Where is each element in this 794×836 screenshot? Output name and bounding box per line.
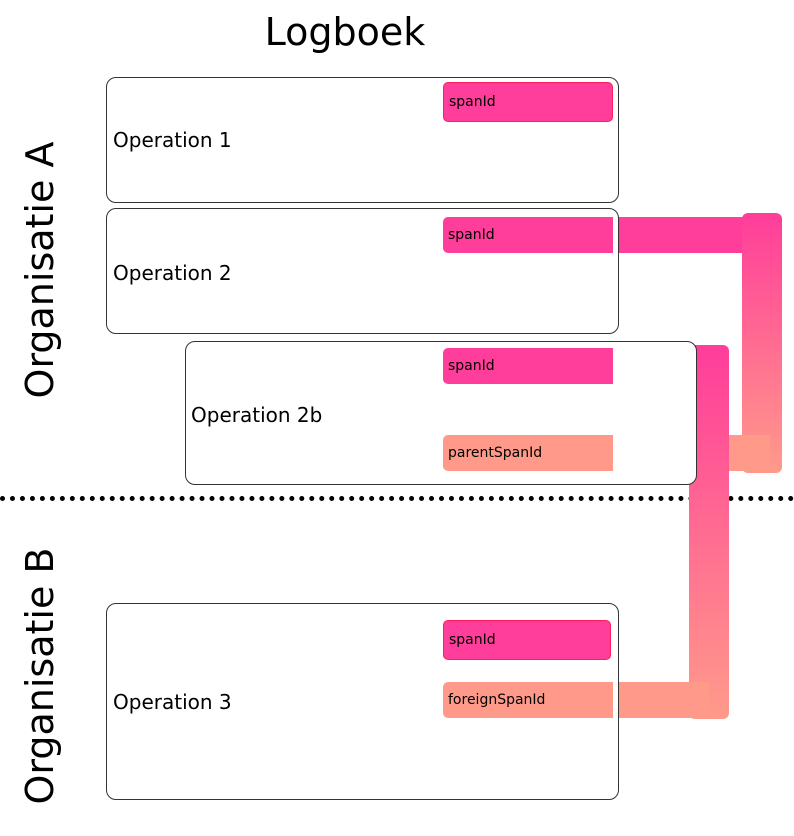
operation-2-label: Operation 2 [113,261,232,285]
connector-op2-to-op2b-vertical [742,213,782,473]
connector-op2b-to-op3-vertical [689,345,729,719]
operation-2-span-id: spanId [443,217,613,253]
organisation-divider [0,496,794,501]
operation-1-label: Operation 1 [113,128,232,152]
operation-3-span-id: spanId [443,620,611,660]
operation-3-label: Operation 3 [113,690,232,714]
operation-1-span-id: spanId [443,82,613,122]
operation-2b-span-id: spanId [443,348,613,384]
operation-2b-label: Operation 2b [191,403,323,427]
operation-2b-parent-span-id: parentSpanId [443,435,613,471]
operation-3-foreign-span-id: foreignSpanId [443,682,613,718]
connector-op2-to-op2b-top [600,217,750,253]
diagram-title: Logboek [264,10,426,54]
